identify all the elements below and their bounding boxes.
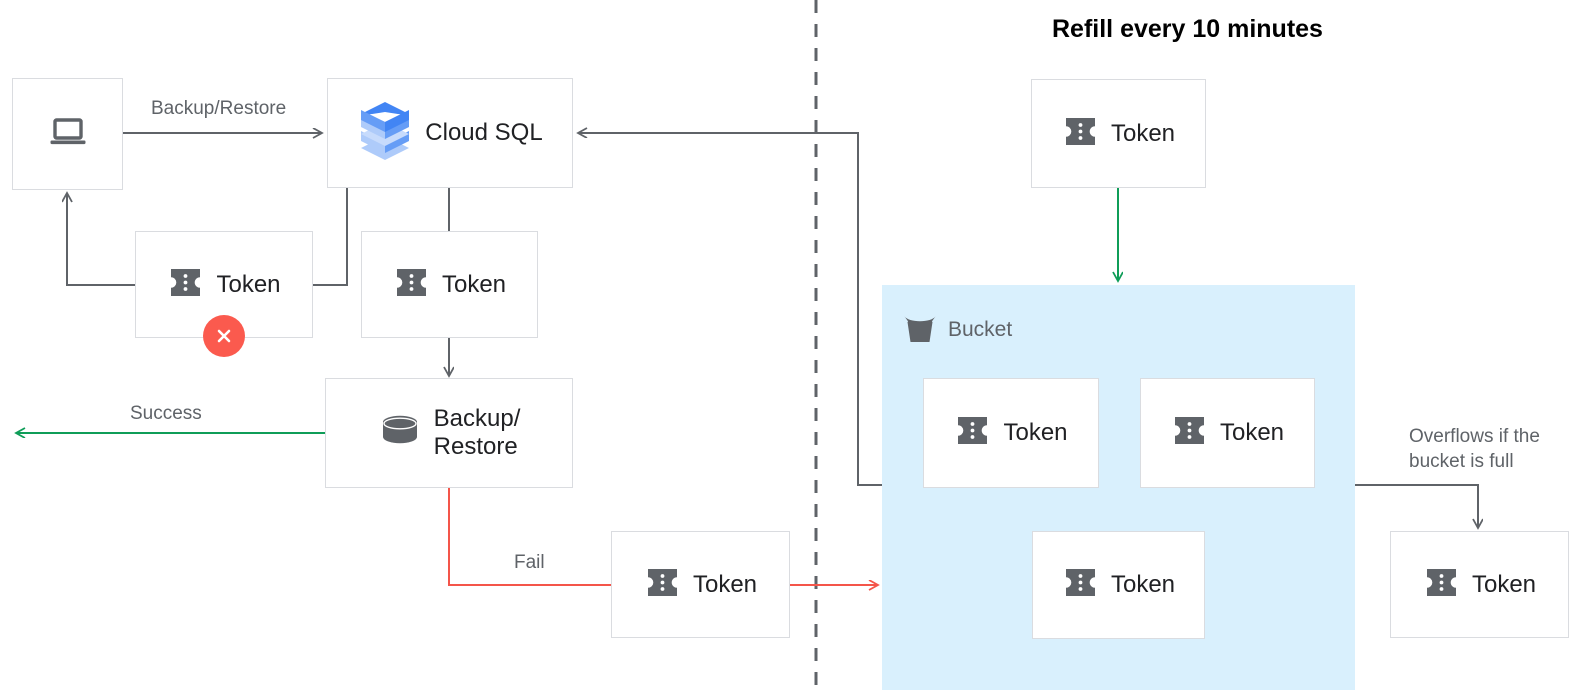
node-cloud-sql[interactable]: Cloud SQL xyxy=(327,78,573,188)
node-backup-restore[interactable]: Backup/ Restore xyxy=(325,378,573,488)
node-label: Token xyxy=(1471,570,1537,598)
node-label: Token xyxy=(1003,419,1068,447)
token-icon xyxy=(644,567,681,603)
node-token-consumed[interactable]: Token xyxy=(361,231,538,338)
node-token-refill[interactable]: Token xyxy=(1031,79,1206,188)
node-label: Token xyxy=(1110,571,1176,599)
node-label: Backup/ Restore xyxy=(433,405,521,460)
edge-label-overflow: Overflows if the bucket is full xyxy=(1409,426,1540,472)
node-label: Token xyxy=(1110,119,1176,147)
node-token-bucket-2[interactable]: Token xyxy=(1140,378,1315,488)
bucket-icon xyxy=(902,311,938,349)
edge-token-rejected-to-client xyxy=(67,193,135,286)
close-icon xyxy=(217,329,231,343)
token-icon xyxy=(1062,116,1099,152)
token-icon xyxy=(1062,567,1099,603)
node-token-bucket-3[interactable]: Token xyxy=(1032,531,1205,639)
edge-label-success: Success xyxy=(130,403,202,424)
node-token-fail[interactable]: Token xyxy=(611,531,790,638)
token-icon xyxy=(167,267,204,303)
diagram-title: Refill every 10 minutes xyxy=(1052,15,1323,43)
node-token-bucket-1[interactable]: Token xyxy=(923,378,1099,488)
laptop-icon xyxy=(48,116,88,153)
node-label: Token xyxy=(692,570,758,598)
token-icon xyxy=(1171,415,1208,451)
edge-label-backup-restore: Backup/Restore xyxy=(151,98,287,119)
edge-bucket-to-cloudsql xyxy=(578,133,882,486)
edge-cloudsql-to-token-rejected xyxy=(313,187,348,286)
node-label: Token xyxy=(216,270,281,298)
node-token-overflow[interactable]: Token xyxy=(1390,531,1569,638)
token-icon xyxy=(1423,567,1460,603)
cloud-sql-icon xyxy=(357,100,413,167)
database-icon xyxy=(378,412,422,455)
bucket-header: Bucket xyxy=(902,311,1012,349)
node-label: Cloud SQL xyxy=(425,119,543,147)
node-label: Token xyxy=(441,270,507,298)
edge-bucket-overflow xyxy=(1355,484,1478,528)
token-icon xyxy=(954,415,991,451)
edge-label-fail: Fail xyxy=(514,552,545,573)
error-x-badge xyxy=(203,315,245,357)
node-client[interactable] xyxy=(12,78,123,190)
node-label: Token xyxy=(1219,419,1285,447)
token-icon xyxy=(393,267,430,303)
node-token-rejected[interactable]: Token xyxy=(135,231,313,338)
bucket-label: Bucket xyxy=(948,318,1013,341)
